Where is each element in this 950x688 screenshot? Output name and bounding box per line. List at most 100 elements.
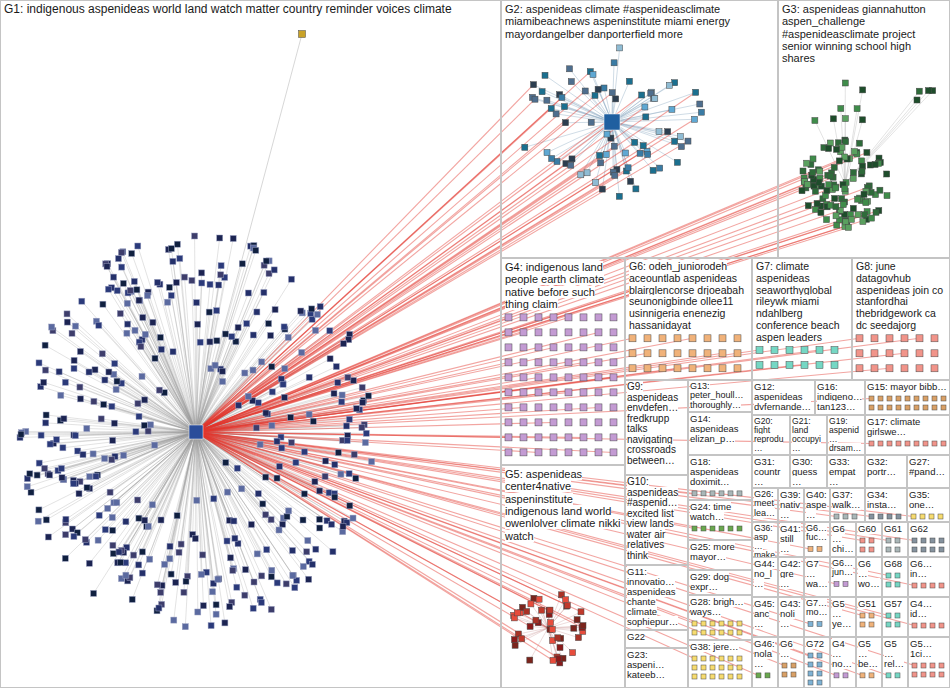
vertex-icon (165, 299, 171, 305)
vertex-icon (43, 420, 49, 426)
group-label: G51 (858, 598, 876, 609)
vertex-icon (183, 578, 189, 584)
vertex-icon (283, 581, 289, 587)
vertex-icon (644, 350, 651, 357)
vertex-icon (505, 404, 512, 411)
vertex-icon (102, 377, 108, 383)
vertex-icon (198, 571, 204, 577)
vertex-icon (719, 665, 724, 670)
vertex-icon (138, 344, 144, 350)
group-label: G5… 1ci… (910, 638, 932, 659)
vertex-icon (104, 263, 110, 269)
group-label: G42: gre… (780, 558, 801, 589)
vertex-icon (223, 331, 229, 337)
vertex-icon (145, 523, 151, 529)
vertex-icon (912, 583, 917, 588)
vertex-icon (213, 602, 219, 608)
vertex-icon (505, 314, 512, 321)
vertex-icon (923, 441, 928, 446)
vertex-icon (782, 672, 787, 677)
vertex-icon (886, 547, 891, 552)
vertex-icon (580, 623, 586, 629)
vertex-icon (124, 330, 130, 336)
vertex-icon (332, 462, 338, 468)
vertex-icon (932, 396, 937, 401)
vertex-icon (101, 402, 107, 408)
vertex-icon (756, 347, 763, 354)
vertex-icon (228, 555, 234, 561)
group-label: G4… no… (832, 638, 852, 669)
vertex-icon (563, 120, 569, 126)
vertex-icon (719, 674, 724, 679)
vertex-icon (539, 89, 545, 95)
vertex-icon (565, 419, 572, 426)
vertex-icon (520, 329, 527, 336)
vertex-icon (860, 538, 865, 543)
vertex-icon (869, 405, 874, 410)
vertex-icon (95, 537, 101, 543)
vertex-icon (611, 143, 617, 149)
network-edge (196, 285, 219, 432)
vertex-icon (43, 367, 49, 373)
vertex-icon (817, 547, 822, 552)
vertex-icon (139, 549, 145, 555)
vertex-icon (505, 449, 512, 456)
vertex-icon (36, 460, 42, 466)
vertex-icon (266, 321, 272, 327)
vertex-icon (580, 434, 587, 441)
network-edge (157, 282, 196, 432)
vertex-icon (120, 280, 126, 286)
vertex-icon (277, 463, 283, 469)
network-edge (65, 432, 196, 558)
vertex-icon (645, 151, 651, 157)
vertex-icon (288, 414, 294, 420)
vertex-icon (869, 673, 874, 678)
vertex-icon (939, 672, 944, 677)
group-box: G32: portr… (865, 455, 907, 488)
vertex-icon (535, 344, 542, 351)
network-edge (75, 432, 196, 484)
vertex-icon (923, 396, 928, 401)
vertex-icon (268, 333, 274, 339)
vertex-icon (158, 346, 164, 352)
vertex-icon (692, 665, 697, 670)
vertex-icon (505, 419, 512, 426)
network-edge (37, 432, 196, 475)
vertex-icon (850, 205, 856, 211)
vertex-icon (623, 150, 629, 156)
vertex-icon (826, 182, 832, 188)
vertex-icon (86, 560, 92, 566)
network-edge (139, 300, 196, 432)
vertex-icon (565, 329, 572, 336)
network-edge (98, 432, 196, 540)
vertex-icon (886, 673, 891, 678)
vertex-icon (610, 449, 617, 456)
vertex-icon (629, 365, 636, 372)
vertex-icon (805, 181, 811, 187)
vertex-icon (535, 419, 542, 426)
vertex-icon (824, 217, 830, 223)
network-edge (39, 363, 196, 432)
vertex-icon (24, 484, 30, 490)
vertex-icon (341, 341, 347, 347)
vertex-icon (685, 138, 691, 144)
vertex-icon (519, 636, 525, 642)
vertex-icon (268, 606, 274, 612)
vertex-icon (816, 362, 823, 369)
vertex-icon (817, 662, 822, 667)
vertex-icon (578, 609, 584, 615)
vertex-icon (929, 514, 934, 519)
vertex-icon (292, 585, 298, 591)
vertex-icon (234, 584, 240, 590)
vertex-icon (505, 434, 512, 441)
vertex-icon (91, 590, 97, 596)
vertex-icon (887, 405, 892, 410)
group-label: G32: portr… (867, 456, 896, 477)
vertex-icon (557, 645, 563, 651)
vertex-icon (640, 143, 646, 149)
vertex-icon (550, 449, 557, 456)
group-box: G23: aspeni… kateeb… (625, 648, 688, 688)
network-edge (173, 261, 196, 432)
vertex-icon (869, 215, 875, 221)
vertex-icon (269, 389, 275, 395)
